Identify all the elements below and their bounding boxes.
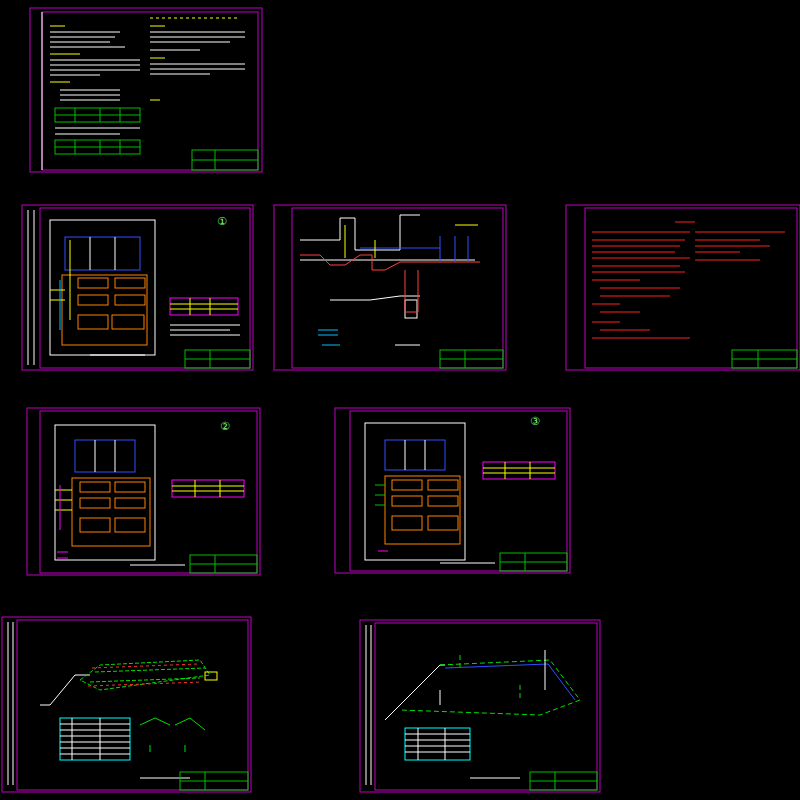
sheet-number: ③ [530, 416, 540, 427]
sheet-number: ① [217, 216, 227, 227]
sheet-number: ② [220, 421, 230, 432]
